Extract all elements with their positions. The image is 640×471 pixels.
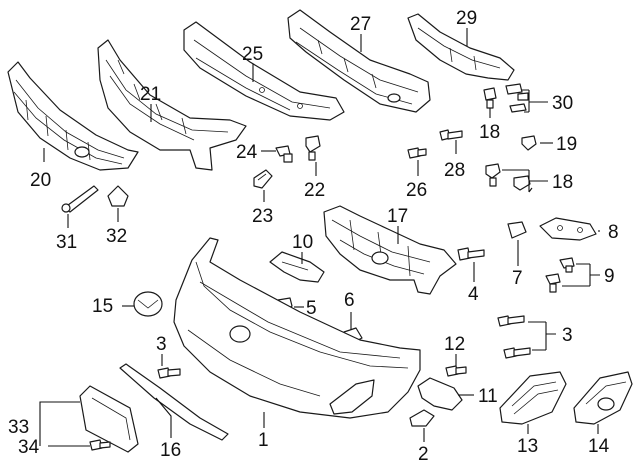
part-license-bracket (79, 385, 139, 453)
leader-lines (39, 28, 600, 447)
callout-18-lower: 18 (552, 172, 573, 193)
callout-labels: 20 21 25 27 29 30 18 19 28 18 26 22 23 2… (8, 8, 619, 465)
part-bolts-9 (545, 257, 575, 293)
callout-29: 29 (456, 8, 477, 29)
callout-1: 1 (258, 430, 269, 451)
part-impact-beam (287, 9, 431, 113)
part-center-bracket (323, 205, 457, 295)
callout-16: 16 (160, 440, 181, 461)
part-bracket-11 (417, 377, 463, 411)
callout-23: 23 (252, 206, 273, 227)
callout-3-right: 3 (562, 325, 573, 346)
callout-12: 12 (444, 334, 465, 355)
callout-14: 14 (588, 436, 610, 457)
part-bolt-4 (457, 247, 485, 261)
callout-7: 7 (512, 268, 523, 289)
part-clip-7 (507, 221, 527, 239)
part-fastener-31 (61, 185, 99, 213)
part-bracket-8 (539, 217, 597, 241)
callout-8: 8 (608, 222, 619, 243)
part-bolts-3-right (497, 315, 531, 359)
callout-34: 34 (18, 437, 40, 458)
part-fog-grille-left (499, 371, 567, 425)
callout-13: 13 (517, 436, 538, 457)
part-bolt-26 (407, 147, 427, 159)
part-bolt-3-left (157, 367, 181, 379)
part-screw-34 (89, 439, 111, 451)
callout-19: 19 (556, 134, 577, 155)
callout-21: 21 (140, 84, 161, 105)
part-bracket-32 (107, 185, 129, 207)
part-clip-22 (305, 135, 321, 161)
callout-4: 4 (468, 284, 479, 305)
callout-32: 32 (106, 226, 127, 247)
part-lower-strip (119, 363, 229, 441)
callout-24: 24 (236, 142, 258, 163)
part-bracket-10 (269, 251, 325, 283)
part-clips-30 (505, 83, 529, 113)
part-bumper-cover (173, 237, 421, 419)
part-screw-19 (521, 135, 537, 151)
callout-26: 26 (406, 180, 427, 201)
callout-30: 30 (552, 93, 573, 114)
callout-25: 25 (242, 44, 263, 65)
part-bolt-28 (439, 129, 463, 141)
part-grille (7, 61, 139, 171)
part-side-bracket (407, 13, 515, 81)
callout-27: 27 (350, 14, 371, 35)
callout-3-left: 3 (156, 334, 167, 355)
callout-15: 15 (92, 296, 113, 317)
callout-31: 31 (56, 232, 77, 253)
callout-11: 11 (478, 386, 498, 407)
part-emblem (133, 291, 163, 317)
part-clip-2 (409, 409, 435, 427)
part-bolt-24 (275, 145, 293, 163)
callout-17: 17 (387, 206, 408, 227)
callout-10: 10 (292, 232, 313, 253)
part-bolt-18-upper (483, 87, 497, 109)
part-fog-grille-right (573, 371, 633, 425)
callout-5: 5 (306, 298, 317, 319)
callout-33: 33 (8, 417, 29, 438)
callout-18-upper: 18 (479, 122, 500, 143)
part-upper-absorber (97, 39, 247, 171)
part-clips-18-lower (485, 163, 531, 191)
callout-20: 20 (30, 170, 51, 191)
part-pad-23 (253, 169, 273, 189)
part-reinforcement (183, 21, 345, 121)
callout-9: 9 (604, 266, 615, 287)
callout-6: 6 (344, 290, 355, 311)
part-bolt-12 (445, 365, 467, 377)
callout-22: 22 (304, 180, 325, 201)
callout-2: 2 (418, 444, 429, 465)
callout-28: 28 (444, 160, 465, 181)
